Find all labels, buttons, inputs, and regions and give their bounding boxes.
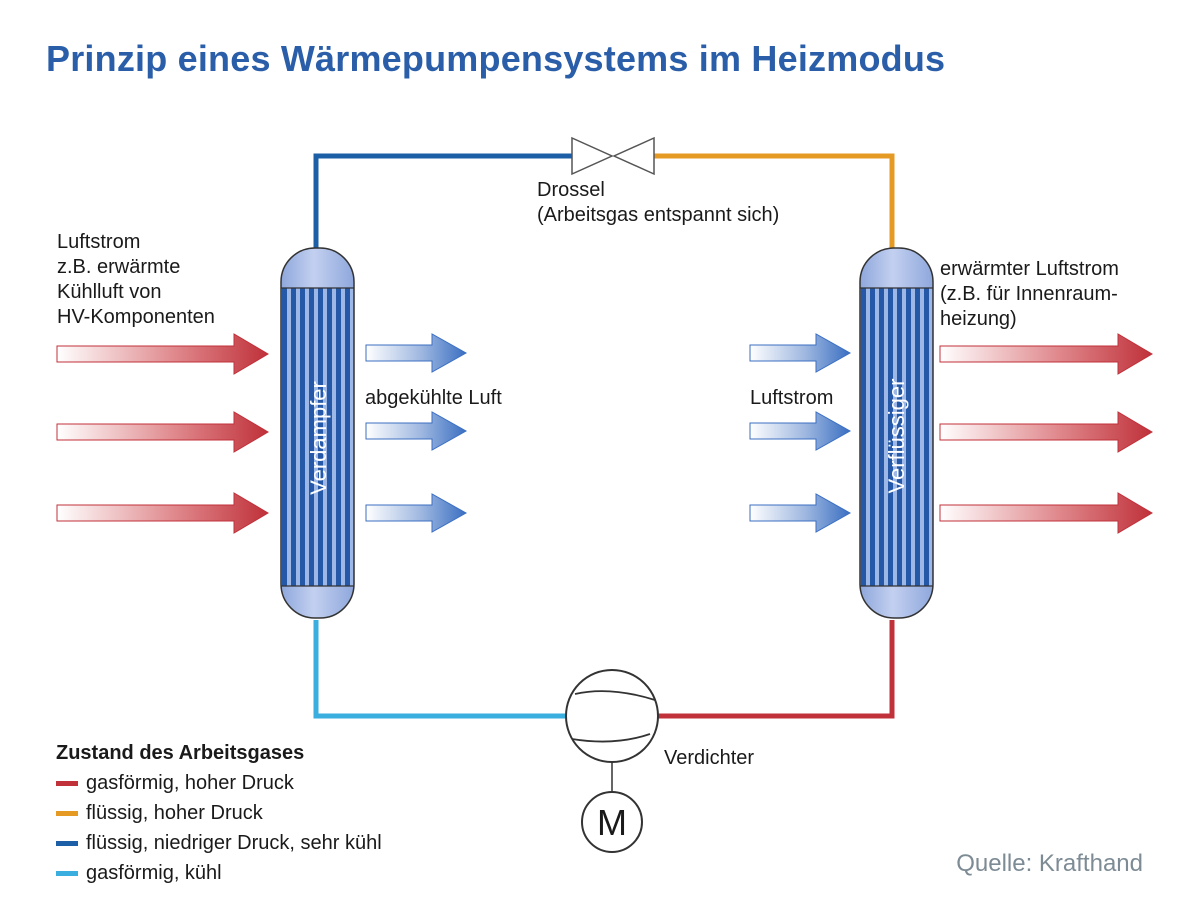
pipe-liquid-high <box>654 153 895 252</box>
air-arrow-condenser <box>749 411 852 451</box>
warmed-air-line-2: (z.B. für Innenraum- <box>940 283 1118 305</box>
motor-label: M <box>597 802 627 843</box>
incoming-air-arrows-condenser <box>749 333 852 533</box>
legend-item-gas-high: gasförmig, hoher Druck <box>56 768 382 798</box>
cooled-air-arrows <box>365 333 468 533</box>
compressor-icon <box>565 669 659 763</box>
exchanger-stripe <box>875 288 879 586</box>
exchanger-stripe <box>350 288 353 586</box>
legend-label: flüssig, niedriger Druck, sehr kühl <box>86 831 382 854</box>
exchanger-stripe <box>305 288 309 586</box>
warmed-air-arrow <box>939 492 1153 534</box>
exchanger-stripe <box>911 288 915 586</box>
warmed-air-arrows <box>939 333 1153 534</box>
exchanger-stripe <box>341 288 345 586</box>
cooled-air-arrow <box>365 333 468 373</box>
pipe-gas-high <box>658 620 895 719</box>
cooled-air-arrow <box>365 493 468 533</box>
legend-title: Zustand des Arbeitsgases <box>56 742 305 764</box>
exchanger-stripe <box>866 288 870 586</box>
exchanger-stripe <box>323 288 327 586</box>
legend-swatch <box>56 870 78 876</box>
legend: Zustand des Arbeitsgases gasförmig, hohe… <box>56 738 382 888</box>
evaporator-label: Verdampfer <box>306 381 331 495</box>
air-arrow-condenser <box>749 333 852 373</box>
airflow-label: Luftstrom <box>750 387 834 409</box>
exchanger-stripe <box>884 288 888 586</box>
legend-swatch <box>56 780 78 786</box>
exchanger-stripe <box>332 288 336 586</box>
cooled-air-arrow <box>365 411 468 451</box>
air-arrow-condenser <box>749 493 852 533</box>
airflow-in-line-4: HV-Komponenten <box>57 306 215 328</box>
exchanger-stripe <box>893 288 897 586</box>
airflow-in-line-2: z.B. erwärmte <box>57 256 181 278</box>
exchanger-stripe <box>296 288 300 586</box>
legend-swatch <box>56 810 78 816</box>
exchanger-stripe <box>929 288 932 586</box>
condenser-unit <box>859 247 934 619</box>
pipe-gas-cool <box>313 620 566 719</box>
source-credit: Quelle: Krafthand <box>956 850 1143 877</box>
exchanger-stripe <box>287 288 291 586</box>
cooled-air-label: abgekühlte Luft <box>365 387 502 409</box>
warmed-air-line-3: heizung) <box>940 308 1017 330</box>
legend-label: gasförmig, hoher Druck <box>86 771 294 794</box>
warm-air-arrow-left <box>56 333 269 375</box>
throttle-label: Drossel <box>537 179 605 201</box>
airflow-in-line-3: Kühlluft von <box>57 281 162 303</box>
legend-label: gasförmig, kühl <box>86 861 222 884</box>
exchanger-stripe <box>314 288 318 586</box>
warmed-air-line-1: erwärmter Luftstrom <box>940 258 1119 280</box>
incoming-warm-air-arrows <box>56 333 269 534</box>
legend-item-liquid-high: flüssig, hoher Druck <box>56 798 382 828</box>
compressor-label: Verdichter <box>664 747 755 769</box>
warmed-air-arrow <box>939 411 1153 453</box>
exchanger-stripe <box>920 288 924 586</box>
page-title: Prinzip eines Wärmepumpensystems im Heiz… <box>46 38 946 79</box>
warm-air-arrow-left <box>56 492 269 534</box>
pipe-liquid-low <box>313 153 572 252</box>
warmed-air-arrow <box>939 333 1153 375</box>
throttle-valve-icon <box>571 136 655 176</box>
airflow-in-line-1: Luftstrom <box>57 231 141 253</box>
evaporator-unit <box>280 247 355 619</box>
legend-item-liquid-low: flüssig, niedriger Druck, sehr kühl <box>56 828 382 858</box>
warm-air-arrow-left <box>56 411 269 453</box>
condenser-label: Verflüssiger <box>884 379 909 494</box>
throttle-note: (Arbeitsgas entspannt sich) <box>537 204 780 226</box>
legend-item-gas-cool: gasförmig, kühl <box>56 858 382 888</box>
motor-icon <box>581 791 643 853</box>
legend-label: flüssig, hoher Druck <box>86 801 263 824</box>
legend-swatch <box>56 840 78 846</box>
exchanger-stripe <box>902 288 906 586</box>
